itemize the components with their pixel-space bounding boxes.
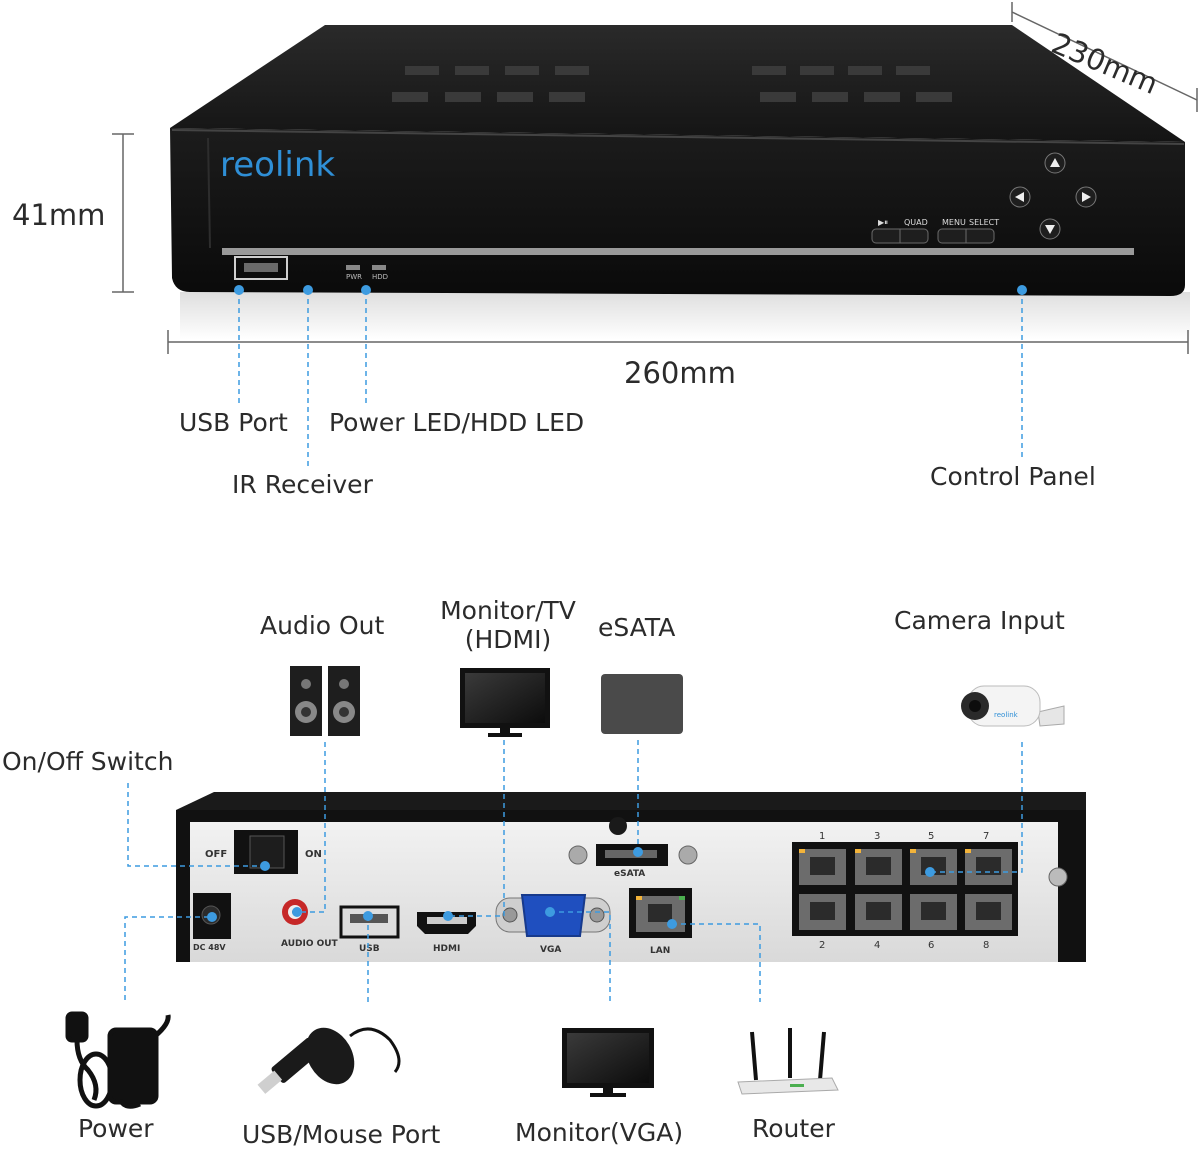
menu-label: MENU	[942, 218, 966, 227]
port-number-5: 5	[928, 831, 934, 842]
rear-callout-lines	[124, 740, 1023, 1002]
front-bevel-line	[207, 137, 211, 249]
switch-on-label: ON	[305, 849, 322, 860]
dimension-height: 41mm	[12, 198, 106, 232]
front-callout-lines	[238, 290, 1023, 466]
esata-screw-right	[678, 845, 698, 865]
select-label: SELECT	[969, 218, 999, 227]
hdmi-monitor-icon	[460, 668, 550, 737]
port-number-1: 1	[819, 831, 825, 842]
quad-label: QUAD	[904, 218, 928, 227]
dimension-width: 260mm	[624, 356, 736, 390]
callout-ir-receiver: IR Receiver	[232, 470, 373, 499]
usb-mouse-icon	[257, 1027, 401, 1094]
esata-label: eSATA	[614, 869, 645, 879]
esata-screw-left	[568, 845, 588, 865]
usb-label: USB	[359, 944, 380, 954]
rear-screw-top	[609, 817, 627, 835]
power-adapter-icon	[65, 1011, 171, 1109]
switch-off-label: OFF	[205, 849, 227, 860]
top-vents-left	[392, 66, 589, 102]
callout-on-off-switch: On/Off Switch	[2, 747, 174, 776]
pwr-led	[346, 265, 360, 270]
callout-camera-input: Camera Input	[894, 606, 1065, 635]
front-callout-dots	[234, 285, 1027, 295]
port-number-2: 2	[819, 940, 825, 951]
router-icon	[737, 1028, 839, 1095]
pwr-led-label: PWR	[346, 273, 362, 281]
front-logo: reolink	[220, 145, 335, 185]
poe-port-block	[792, 842, 1018, 936]
callout-control-panel: Control Panel	[930, 462, 1096, 491]
side-screw	[1048, 867, 1068, 887]
audio-out-label: AUDIO OUT	[281, 939, 339, 949]
port-number-3: 3	[874, 831, 880, 842]
dimension-lines	[112, 2, 1198, 354]
callout-monitor-hdmi-line2: (HDMI)	[464, 625, 552, 654]
port-number-6: 6	[928, 940, 934, 951]
camera-brand: reolink	[994, 711, 1019, 719]
camera-icon: reolink	[961, 685, 1065, 727]
nvr-rear-top	[176, 792, 1086, 814]
rear-callout-dots	[207, 847, 935, 929]
dc-label: DC 48V	[193, 943, 226, 952]
vga-monitor-icon	[562, 1028, 654, 1097]
hdd-led	[372, 265, 386, 270]
front-reflection	[180, 292, 1190, 340]
power-switch-rocker	[249, 835, 285, 869]
front-edge-highlight	[171, 129, 1185, 145]
lan-label: LAN	[650, 946, 670, 956]
front-usb-port	[234, 256, 288, 280]
esata-drive-icon	[601, 674, 683, 734]
nvr-front-view: reolink PWR HDD ▶⏸ QUAD MENU SELECT	[170, 25, 1190, 340]
hdmi-label: HDMI	[433, 944, 460, 954]
hdd-led-label: HDD	[372, 273, 388, 281]
callout-power: Power	[78, 1114, 154, 1143]
callout-router: Router	[752, 1114, 835, 1143]
callout-monitor-hdmi-line1: Monitor/TV	[440, 596, 576, 625]
speakers-icon	[290, 666, 360, 736]
nvr-rear-view: OFF ON DC 48V AUDIO OUT USB HDMI VGA eSA…	[176, 792, 1086, 962]
play-pause-label: ▶⏸	[878, 218, 888, 227]
callout-usb-mouse: USB/Mouse Port	[242, 1120, 441, 1149]
nvr-top-surface	[170, 25, 1185, 142]
vga-label: VGA	[540, 945, 561, 955]
port-number-8: 8	[983, 940, 989, 951]
port-number-4: 4	[874, 940, 880, 951]
port-number-7: 7	[983, 831, 989, 842]
callout-power-led: Power LED/HDD LED	[329, 408, 585, 437]
callout-monitor-vga: Monitor(VGA)	[515, 1118, 684, 1147]
front-silver-strip	[222, 248, 1134, 255]
top-vents-right	[752, 66, 952, 102]
control-panel: ▶⏸ QUAD MENU SELECT	[871, 152, 1097, 244]
callout-esata: eSATA	[598, 613, 676, 642]
callout-audio-out: Audio Out	[260, 611, 385, 640]
callout-monitor-hdmi: Monitor/TV (HDMI)	[434, 596, 582, 654]
callout-usb-port: USB Port	[179, 408, 288, 437]
